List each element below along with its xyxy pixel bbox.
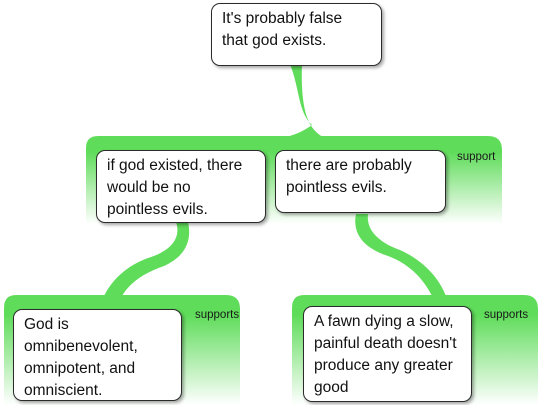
premise-no-pointless-evils[interactable]: if god existed, there would be no pointl… xyxy=(96,150,266,223)
connector-premise-to-supports-right xyxy=(355,214,446,296)
premise-pointless-evils-exist[interactable]: there are probably pointless evils. xyxy=(275,150,446,213)
premise-fawn-suffering[interactable]: A fawn dying a slow, painful death doesn… xyxy=(303,306,472,402)
connector-premise-to-supports-left xyxy=(104,222,190,296)
supports-label-left: supports xyxy=(195,309,240,321)
supports-label-right: supports xyxy=(484,309,529,321)
connector-root-to-support xyxy=(270,64,330,140)
premise-god-attributes[interactable]: God is omnibenevolent, omnipotent, and o… xyxy=(13,309,182,401)
conclusion-claim[interactable]: It's probably false that god exists. xyxy=(211,3,382,66)
support-label: support xyxy=(457,151,496,163)
